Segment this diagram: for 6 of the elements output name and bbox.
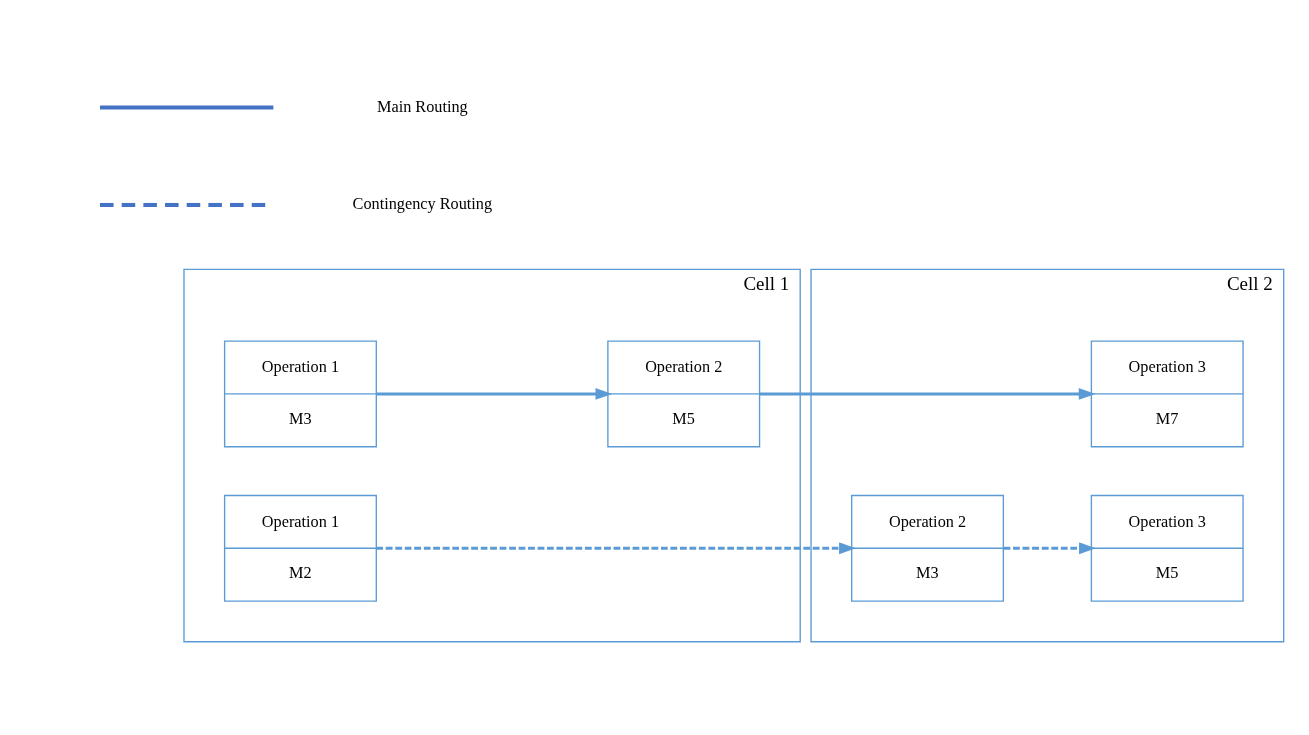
arrow [376, 388, 613, 400]
arrow [376, 542, 856, 555]
arrow [1003, 542, 1096, 555]
arrow [759, 388, 1096, 400]
legend-label: Main Routing [376, 97, 468, 116]
legend-label: Contingency Routing [352, 195, 493, 214]
